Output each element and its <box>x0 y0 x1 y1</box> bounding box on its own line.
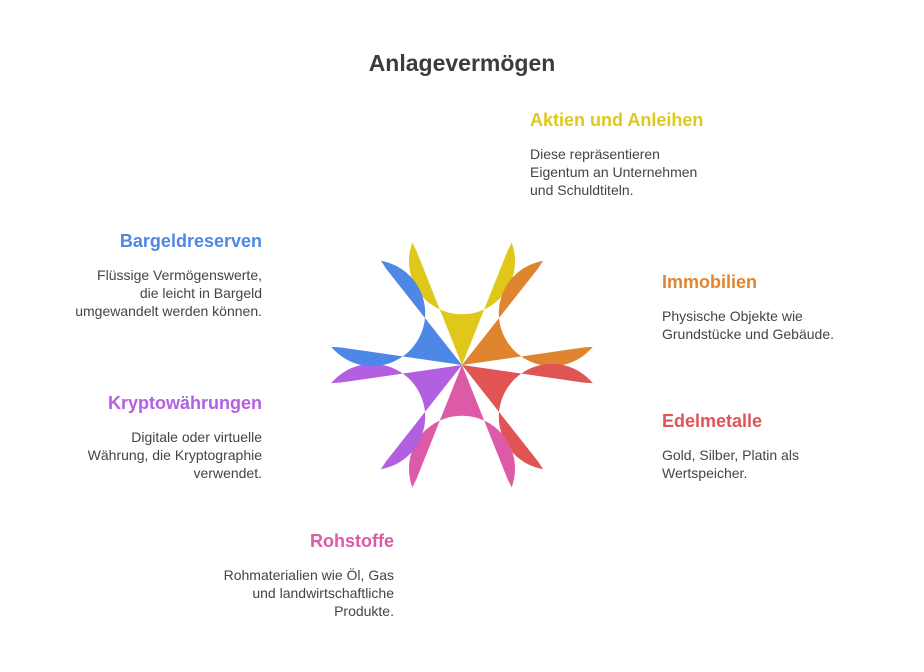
desc-line: Eigentum an Unternehmen <box>530 164 698 180</box>
desc-line: Gold, Silber, Platin als <box>662 447 799 463</box>
petal-circle-outline <box>532 239 640 348</box>
item-immobilien-title: Immobilien <box>662 272 758 292</box>
item-krypto-desc: Digitale oder virtuelle Währung, die Kry… <box>2 428 262 482</box>
petal-shape <box>330 260 462 367</box>
item-immobilien: Immobilien Physische Objekte wie Grundst… <box>662 272 922 343</box>
item-rohstoffe: Rohstoffe Rohmaterialien wie Öl, Gas und… <box>134 531 394 620</box>
item-edelmetalle: Edelmetalle Gold, Silber, Platin als Wer… <box>662 411 922 482</box>
item-krypto: Kryptowährungen Digitale oder virtuelle … <box>2 393 262 482</box>
diagram-title: Anlagevermögen <box>368 50 556 76</box>
petal-krypto <box>284 363 462 491</box>
petal-circle-outline <box>284 382 392 491</box>
petal-circle-outline <box>408 168 516 276</box>
desc-line: und landwirtschaftliche <box>252 585 394 601</box>
desc-line: verwendet. <box>193 465 262 481</box>
petal-aktien <box>408 168 516 365</box>
petal-bargeld <box>284 239 462 367</box>
petal-shape <box>462 260 594 367</box>
desc-line: Grundstücke und Gebäude. <box>662 326 835 342</box>
petal-shape <box>330 363 462 470</box>
petal-shape <box>409 241 515 365</box>
desc-line: Wertspeicher. <box>662 465 748 481</box>
item-bargeld-title: Bargeldreserven <box>119 231 262 251</box>
item-bargeld-desc: Flüssige Vermögenswerte, die leicht in B… <box>2 266 262 320</box>
item-krypto-title: Kryptowährungen <box>107 393 262 413</box>
petal-circle-outline <box>532 382 640 491</box>
desc-line: und Schuldtiteln. <box>530 182 634 198</box>
petal-shape <box>462 363 594 470</box>
item-immobilien-desc: Physische Objekte wie Grundstücke und Ge… <box>662 307 922 343</box>
desc-line: Produkte. <box>334 603 394 619</box>
desc-line: Flüssige Vermögenswerte, <box>97 267 262 283</box>
item-rohstoffe-desc: Rohmaterialien wie Öl, Gas und landwirts… <box>134 566 394 620</box>
desc-line: Physische Objekte wie <box>662 308 803 324</box>
petal-circle-outline <box>284 239 392 348</box>
item-bargeld: Bargeldreserven Flüssige Vermögenswerte,… <box>2 231 262 320</box>
petal-immobilien <box>462 239 640 367</box>
item-aktien: Aktien und Anleihen Diese repräsentieren… <box>530 110 790 199</box>
petal-shape <box>408 365 515 489</box>
petal-rohstoffe <box>408 365 516 562</box>
item-edelmetalle-title: Edelmetalle <box>662 411 763 431</box>
desc-line: Diese repräsentieren <box>530 146 660 162</box>
item-aktien-desc: Diese repräsentieren Eigentum an Unterne… <box>530 145 790 199</box>
petal-circle-outline <box>408 454 516 562</box>
desc-line: Währung, die Kryptographie <box>87 447 262 463</box>
desc-line: Rohmaterialien wie Öl, Gas <box>223 567 394 583</box>
petal-edelmetalle <box>462 363 640 491</box>
desc-line: die leicht in Bargeld <box>139 285 262 301</box>
item-edelmetalle-desc: Gold, Silber, Platin als Wertspeicher. <box>662 446 922 482</box>
desc-line: Digitale oder virtuelle <box>131 429 262 445</box>
desc-line: umgewandelt werden können. <box>75 303 262 319</box>
item-aktien-title: Aktien und Anleihen <box>530 110 704 130</box>
item-rohstoffe-title: Rohstoffe <box>310 531 394 551</box>
